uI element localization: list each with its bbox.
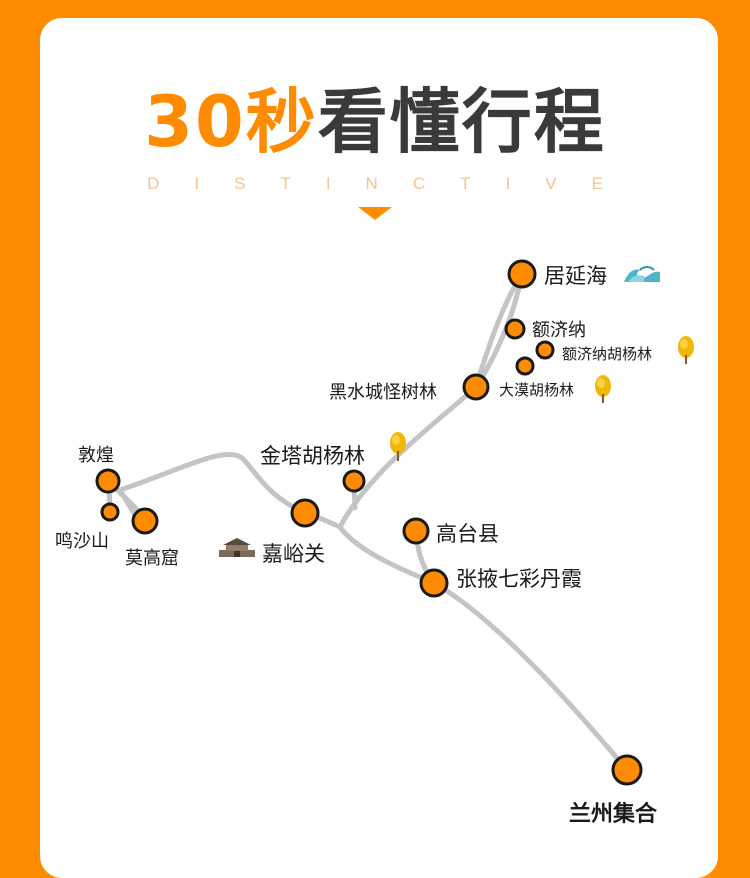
down-pointer-icon	[358, 207, 392, 220]
route-lanzhou-zhangye	[431, 580, 630, 773]
yellow-tree-icon	[595, 375, 611, 403]
label-mingsha: 鸣沙山	[55, 531, 109, 552]
node-dunhuang	[95, 468, 121, 494]
route-map	[95, 259, 643, 786]
label-damo-populus: 大漠胡杨林	[499, 381, 575, 399]
label-jiayuguan: 嘉峪关	[262, 542, 325, 566]
label-dunhuang: 敦煌	[78, 445, 114, 466]
stop-nodes	[95, 259, 643, 786]
node-ejina-populus	[535, 340, 555, 360]
node-jinta-populus	[342, 469, 366, 493]
title-highlight: 30秒	[144, 81, 318, 163]
node-mogao	[131, 507, 159, 535]
route-zhangye-junction	[337, 524, 437, 586]
label-juyanhai: 居延海	[544, 264, 607, 288]
node-mingsha	[100, 502, 120, 522]
node-gaotai	[402, 517, 430, 545]
node-lanzhou	[611, 754, 643, 786]
label-ejina: 额济纳	[532, 320, 586, 341]
wave-icon	[624, 266, 660, 282]
route-mogao-link	[117, 487, 138, 518]
label-zhangye: 张掖七彩丹霞	[456, 567, 582, 591]
node-damo-populus	[515, 356, 535, 376]
node-jiayuguan	[290, 498, 320, 528]
title-main: 看懂行程	[317, 81, 606, 163]
label-mogao: 莫高窟	[125, 548, 179, 569]
yellow-tree-icon	[390, 432, 406, 461]
route-jiayuguan-dunhuang	[117, 451, 308, 516]
label-ejina-populus: 额济纳胡杨林	[562, 345, 653, 363]
node-zhangye	[419, 568, 449, 598]
label-gaotai: 高台县	[436, 522, 499, 546]
label-lanzhou: 兰州集合	[569, 802, 658, 827]
label-jinta-populus: 金塔胡杨林	[260, 444, 365, 468]
node-juyanhai	[507, 259, 537, 289]
subtitle: DISTINCTIVE	[147, 174, 638, 193]
fortress-icon	[219, 538, 255, 557]
page-title: 30秒看懂行程	[0, 80, 750, 164]
yellow-tree-icon	[678, 336, 694, 364]
content-card	[40, 18, 718, 878]
label-heishui: 黑水城怪树林	[329, 382, 437, 403]
node-heishui	[462, 373, 490, 401]
node-ejina	[504, 318, 526, 340]
